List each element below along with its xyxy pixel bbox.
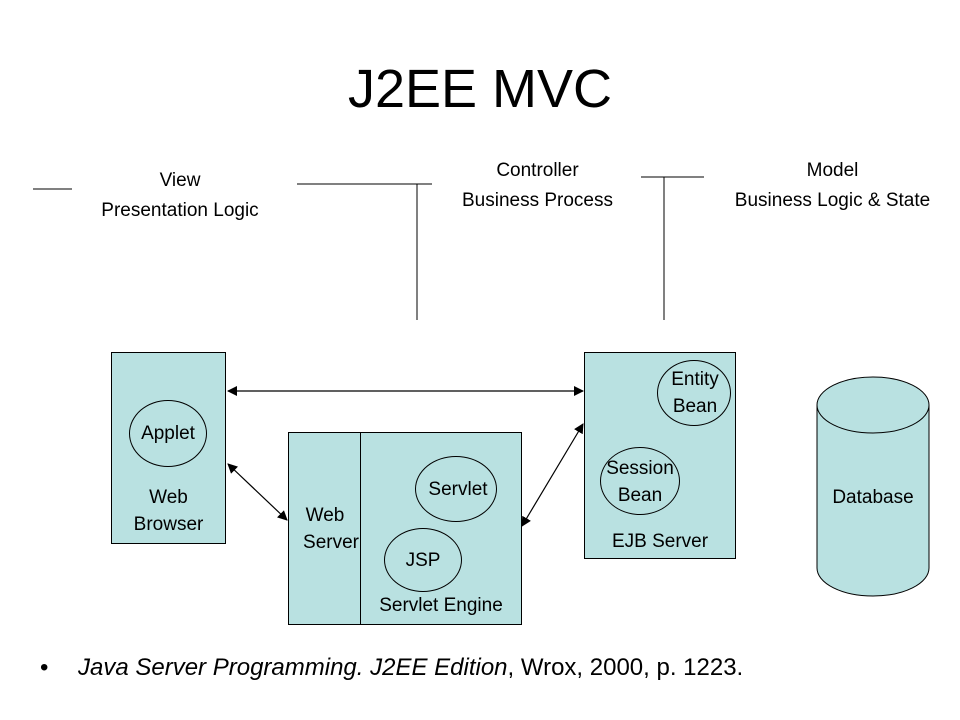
web-server-label-line1: Web (305, 505, 345, 526)
servlet-engine-label: Servlet Engine (379, 595, 503, 616)
view-layer-header: View Presentation Logic (60, 166, 300, 226)
applet-ellipse (129, 400, 207, 467)
web-server-box (288, 432, 361, 625)
servlet-label: Servlet (428, 479, 488, 500)
page-title: J2EE MVC (347, 59, 613, 119)
web-browser-label: Web Browser (111, 484, 226, 538)
servlet-ellipse (415, 456, 497, 522)
session-bean-label-line1: Session (606, 458, 674, 479)
database-cylinder (816, 376, 930, 597)
view-layer-subtitle: Presentation Logic (101, 200, 259, 221)
web-browser-label-line1: Web (149, 487, 188, 508)
session-bean-ellipse (600, 447, 680, 515)
ejb-server-label: EJB Server (611, 531, 709, 552)
view-layer-title: View (159, 170, 201, 191)
applet-label: Applet (141, 423, 195, 444)
jsp-ellipse (384, 528, 462, 592)
bullet-dot: • (40, 654, 49, 681)
arrow-browser-webserver (227, 463, 288, 521)
citation: • Java Server Programming. J2EE Edition, … (40, 654, 743, 682)
model-layer-subtitle: Business Logic & State (734, 190, 931, 211)
entity-bean-label-line1: Entity (671, 369, 719, 390)
controller-layer-subtitle: Business Process (461, 190, 613, 211)
entity-bean-ellipse (657, 360, 731, 426)
jsp-label: JSP (405, 550, 441, 571)
session-bean-label-line2: Bean (617, 485, 663, 506)
controller-layer-title: Controller (496, 160, 579, 181)
entity-bean-label-line2: Bean (672, 396, 718, 417)
web-server-label-line2: Server (303, 532, 359, 553)
web-server-label: Web Server (283, 502, 367, 556)
session-bean-label: Session Bean (594, 455, 686, 509)
entity-bean-label: Entity Bean (652, 366, 738, 420)
model-layer-title: Model (806, 160, 859, 181)
citation-title: Java Server Programming. J2EE Edition (78, 654, 508, 681)
database-label: Database (832, 487, 914, 508)
arrow-servletengine-ejb (521, 423, 584, 527)
web-browser-label-line2: Browser (133, 514, 204, 535)
citation-details: , Wrox, 2000, p. 1223. (507, 654, 744, 681)
controller-layer-header: Controller Business Process (425, 156, 650, 216)
model-layer-header: Model Business Logic & State (705, 156, 960, 216)
